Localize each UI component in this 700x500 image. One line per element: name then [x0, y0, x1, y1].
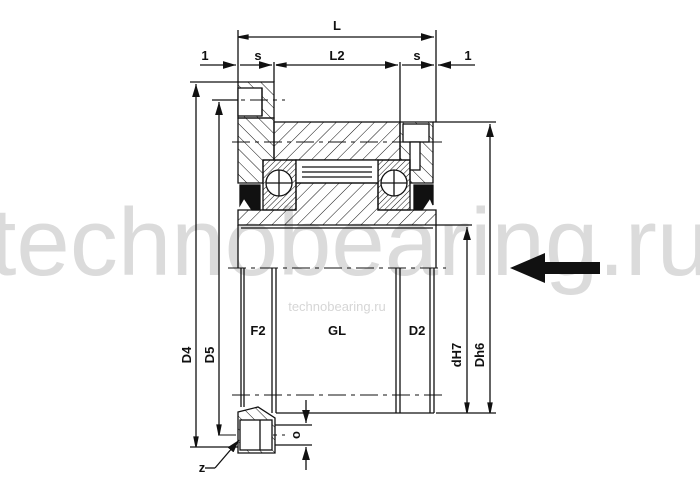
label-D4: D4: [179, 346, 194, 363]
label-Dh6: Dh6: [472, 343, 487, 368]
label-s-right: s: [413, 48, 420, 63]
watermark-small: technobearing.ru: [288, 299, 386, 314]
label-one-left: 1: [201, 48, 208, 63]
label-dH7: dH7: [449, 343, 464, 368]
label-z: z: [199, 460, 206, 475]
label-F2: F2: [250, 323, 265, 338]
arrow-left-icon: [510, 253, 600, 283]
label-GL: GL: [328, 323, 346, 338]
section-view: [190, 30, 496, 470]
label-D5: D5: [202, 347, 217, 364]
label-D2: D2: [409, 323, 426, 338]
label-L: L: [333, 18, 341, 33]
label-o: o: [288, 431, 303, 439]
label-one-right: 1: [464, 48, 471, 63]
label-L2: L2: [329, 48, 344, 63]
label-s-left: s: [254, 48, 261, 63]
